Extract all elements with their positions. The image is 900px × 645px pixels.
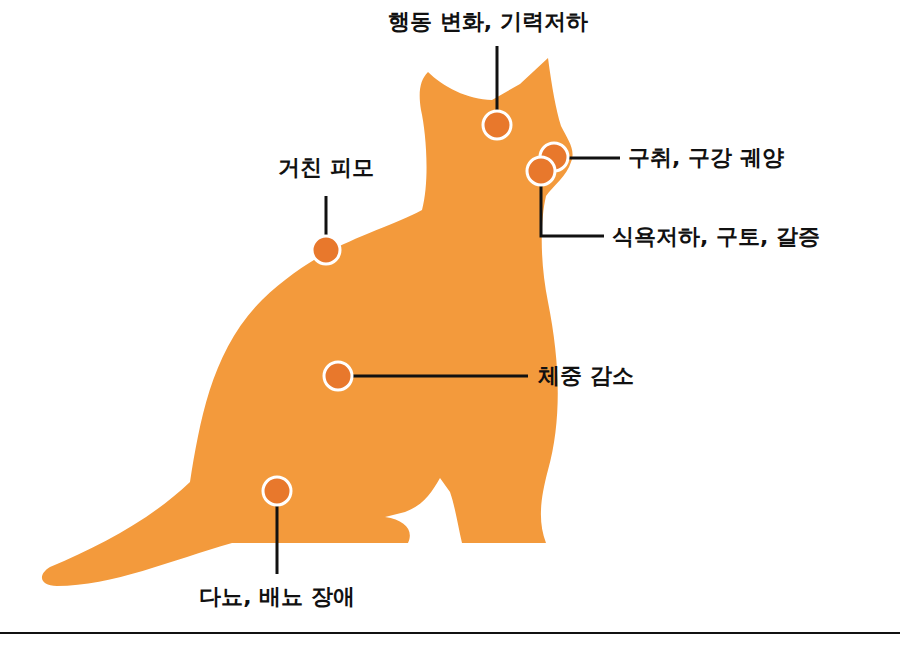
symptom-label: 구취, 구강 궤양 xyxy=(628,145,784,171)
bottom-rule xyxy=(0,632,900,634)
leader-lines xyxy=(277,46,620,574)
symptom-label: 행동 변화, 기력저하 xyxy=(388,9,588,35)
symptom-label: 다뇨, 배뇨 장애 xyxy=(199,584,355,610)
symptom-label: 거친 피모 xyxy=(278,155,374,181)
symptom-dots xyxy=(263,111,568,505)
symptom-label: 식욕저하, 구토, 갈증 xyxy=(612,224,820,250)
symptom-label: 체중 감소 xyxy=(538,363,634,389)
cat-silhouette xyxy=(42,58,573,586)
